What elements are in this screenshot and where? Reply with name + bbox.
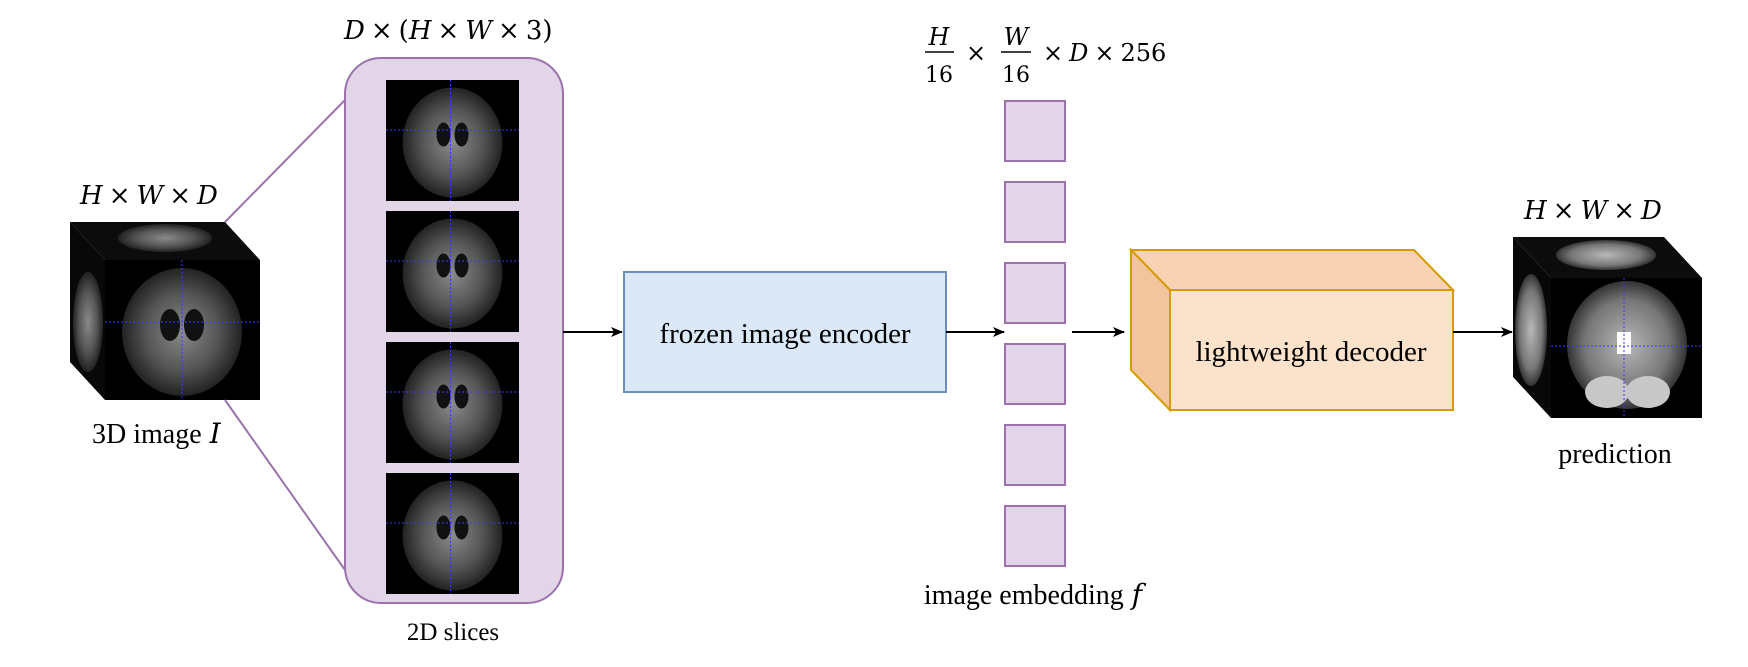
input-dims-label: H×W×D <box>79 181 218 211</box>
slice-3 <box>386 342 519 463</box>
output-cube-top-brain <box>1556 240 1656 270</box>
embedding-dims-w-num: W <box>1004 23 1031 51</box>
input-ventricle-right <box>184 309 204 341</box>
embedding-token-4 <box>1004 343 1066 405</box>
decoder-label: lightweight decoder <box>1195 336 1426 368</box>
output-segment-cerebellum-left <box>1585 376 1629 408</box>
output-cube-side-brain <box>1515 274 1547 386</box>
embedding-dims-h-num: H <box>928 23 951 51</box>
output-caption: prediction <box>1558 439 1672 470</box>
encoder-box <box>623 271 947 393</box>
slice-4-ventricle-left <box>436 515 451 540</box>
slice-4 <box>386 473 519 594</box>
decoder-box <box>1128 247 1456 413</box>
slice-3-brain <box>402 349 503 460</box>
slice-2-brain <box>402 218 503 329</box>
slices-dims-label: D×(H×W×3) <box>343 16 553 46</box>
slice-3-ventricle-left <box>436 384 451 409</box>
decoder-front-face <box>1169 289 1454 411</box>
input-volume <box>70 222 260 400</box>
zoom-line-bottom <box>224 399 346 571</box>
slice-panel <box>344 57 564 604</box>
input-ventricle-left <box>160 309 180 341</box>
embedding-token-6 <box>1004 505 1066 567</box>
output-volume <box>1513 237 1702 418</box>
zoom-line-top <box>224 99 346 223</box>
embedding-dims-w-den: 16 <box>1002 63 1030 88</box>
embedding-dims-tail: ×D×256 <box>1043 39 1166 67</box>
embedding-token-5 <box>1004 424 1066 486</box>
embedding-dims-times-1: × <box>966 39 986 67</box>
slice-stack <box>386 80 519 594</box>
embedding-dims-label: H 16 × W 16 ×D×256 <box>925 23 1166 88</box>
embedding-dims-h-den: 16 <box>925 63 953 88</box>
input-cube-top-brain <box>118 224 212 252</box>
slice-2-ventricle-right <box>454 253 469 278</box>
embedding-token-2 <box>1004 181 1066 243</box>
embedding-token-1 <box>1004 100 1066 162</box>
embedding-token-3 <box>1004 262 1066 324</box>
slice-1-brain <box>402 87 503 198</box>
output-segment-cerebellum-right <box>1626 376 1670 408</box>
slice-2 <box>386 211 519 332</box>
slice-4-brain <box>402 480 503 591</box>
slice-3-ventricle-right <box>454 384 469 409</box>
output-dims-label: H×W×D <box>1523 196 1662 226</box>
decoder-top-face <box>1128 249 1456 291</box>
slice-4-ventricle-right <box>454 515 469 540</box>
slice-2-ventricle-left <box>436 253 451 278</box>
embedding-token-stack <box>1004 100 1066 567</box>
slice-1 <box>386 80 519 201</box>
slice-1-ventricle-left <box>436 122 451 147</box>
input-cube-side-brain <box>73 272 103 372</box>
encoder-label: frozen image encoder <box>659 318 911 350</box>
slices-caption: 2D slices <box>407 619 499 646</box>
slice-1-ventricle-right <box>454 122 469 147</box>
